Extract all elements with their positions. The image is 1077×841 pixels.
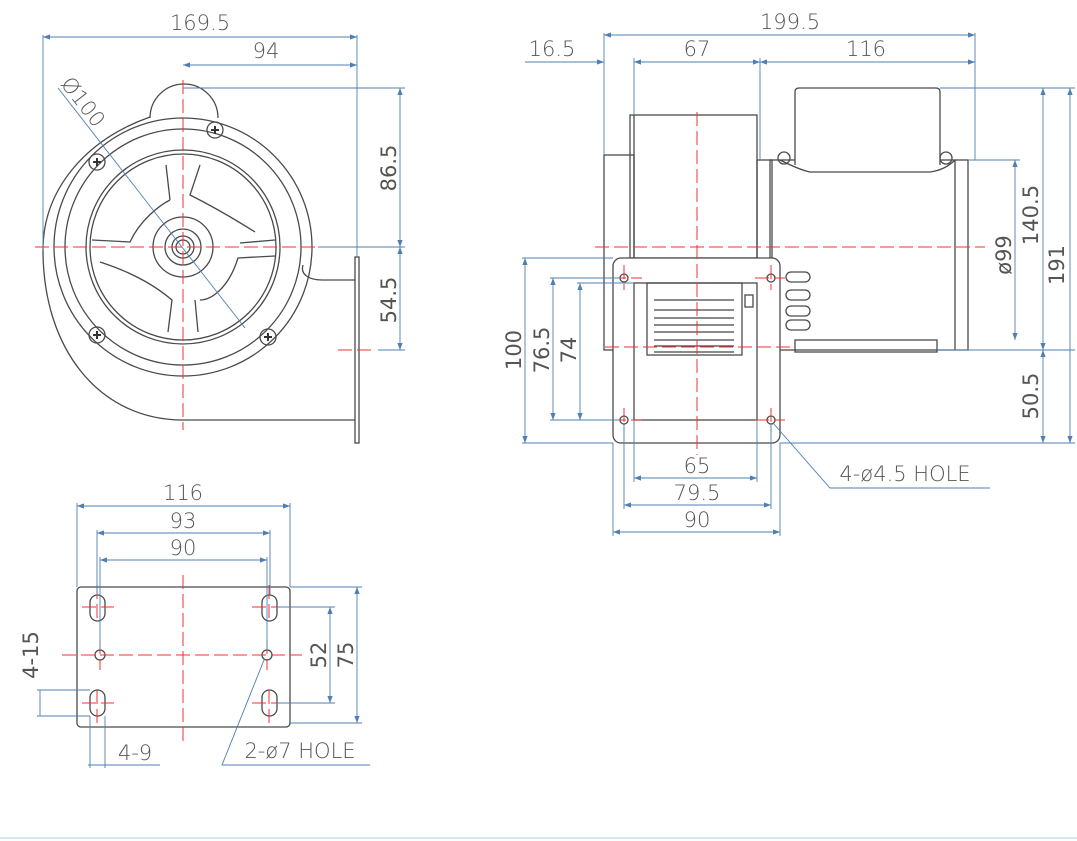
dim-191: 191 xyxy=(1045,245,1069,285)
dim-base-90: 90 xyxy=(170,536,197,560)
dim-75: 75 xyxy=(334,642,358,669)
dim-65: 65 xyxy=(684,454,711,478)
dim-67: 67 xyxy=(684,37,711,61)
housing-scroll xyxy=(42,116,355,421)
motor-body xyxy=(769,159,969,351)
dim-100: 100 xyxy=(502,330,526,370)
blower-housing xyxy=(629,114,758,259)
top-bump xyxy=(149,83,219,119)
dim-74: 74 xyxy=(557,337,581,364)
screw-icon xyxy=(259,328,277,346)
dim-90: 90 xyxy=(684,508,711,532)
hole-note-2-holes: 2-ø7 HOLE xyxy=(244,739,355,763)
side-view: 199.5 16.5 67 116 ø99 140.5 50.5 191 100… xyxy=(502,10,1075,536)
impeller xyxy=(646,282,754,356)
front-view: 169.5 94 Ø100 86.5 54.5 xyxy=(35,11,405,444)
hole-note-4-holes: 4-ø4.5 HOLE xyxy=(839,462,970,486)
screw-icon xyxy=(88,326,106,344)
base-hole-leader xyxy=(221,659,370,766)
motor-base-bar xyxy=(794,339,938,353)
dim-4-15: 4-15 xyxy=(19,631,43,679)
dim-base-116: 116 xyxy=(163,481,203,505)
dim-54-5: 54.5 xyxy=(377,277,401,324)
screw-icon xyxy=(206,121,224,139)
dim-16-5: 16.5 xyxy=(529,37,576,61)
dim-199-5: 199.5 xyxy=(760,10,820,34)
dim-4-9: 4-9 xyxy=(118,741,152,765)
base-view: 116 93 90 52 75 4-15 4-9 2-ø7 HOLE xyxy=(19,481,370,768)
dim-diameter-99: ø99 xyxy=(992,235,1016,275)
dim-diameter-100: Ø100 xyxy=(56,72,110,131)
dim-52: 52 xyxy=(307,642,331,669)
dim-169-5: 169.5 xyxy=(170,11,230,35)
dim-79-5: 79.5 xyxy=(674,481,721,505)
dim-116: 116 xyxy=(846,37,886,61)
screws xyxy=(88,121,277,346)
dim-86-5: 86.5 xyxy=(377,145,401,192)
dim-93: 93 xyxy=(170,509,197,533)
dim-76-5: 76.5 xyxy=(530,327,554,374)
terminal-box xyxy=(794,87,941,165)
screw-icon xyxy=(88,153,106,171)
hole-leader xyxy=(772,422,990,489)
spokes xyxy=(91,164,276,333)
dim-94: 94 xyxy=(253,39,280,63)
dim-140-5: 140.5 xyxy=(1019,185,1043,245)
dim-50-5: 50.5 xyxy=(1019,373,1043,420)
vent-slots xyxy=(785,271,811,331)
